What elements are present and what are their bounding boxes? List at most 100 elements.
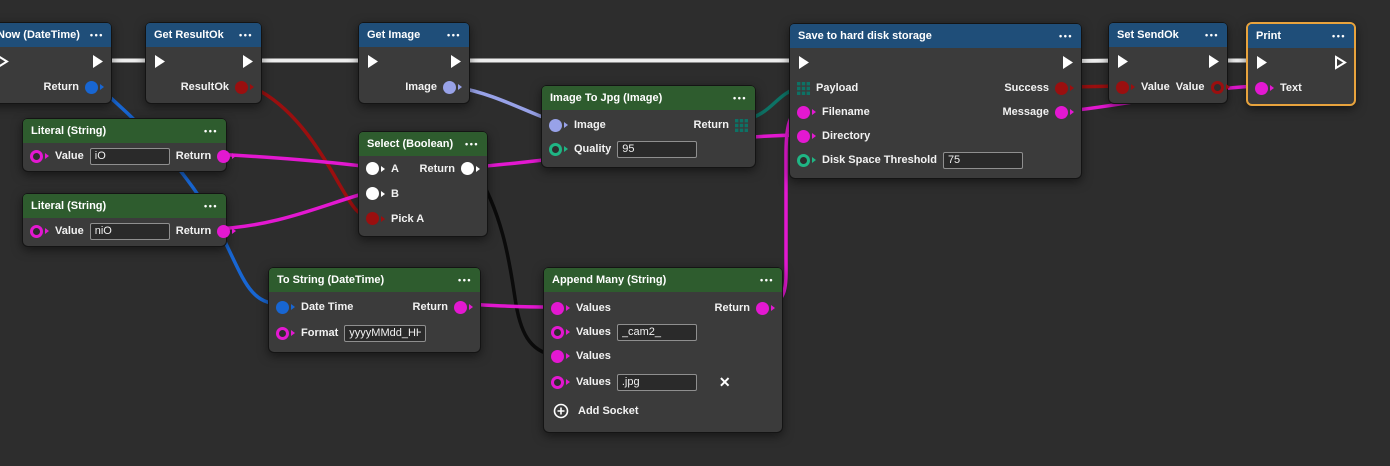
node-menu-icon[interactable]: ••• [239, 30, 253, 40]
input-port-values-2[interactable] [551, 325, 564, 339]
output-label-value: Value [1175, 81, 1205, 93]
node-print[interactable]: Print ••• Text [1246, 22, 1356, 106]
add-socket-button[interactable]: Add Socket [544, 396, 782, 432]
node-literal-string-nio[interactable]: Literal (String) ••• Value Return [22, 193, 237, 247]
node-to-string-datetime[interactable]: To String (DateTime) ••• Date Time Retur… [268, 267, 481, 353]
input-port-a[interactable] [366, 162, 379, 175]
wire-literal-io-select-a[interactable] [212, 152, 371, 169]
node-header[interactable]: Save to hard disk storage ••• [790, 24, 1081, 48]
exec-in-port[interactable] [366, 54, 379, 69]
node-set-sendok[interactable]: Set SendOk ••• Value Value [1108, 22, 1230, 104]
node-get-image[interactable]: Get Image ••• Image [358, 22, 470, 104]
input-port-format[interactable] [276, 326, 289, 340]
node-image-to-jpg[interactable]: Image To Jpg (Image) ••• Image Return Qu… [541, 85, 756, 168]
node-menu-icon[interactable]: ••• [1205, 30, 1219, 40]
input-port-payload-bytes-grid-icon[interactable] [797, 81, 810, 95]
node-select-boolean[interactable]: Select (Boolean) ••• A Return B Pick A [358, 131, 488, 237]
output-port-return[interactable] [85, 80, 98, 94]
node-title: Now (DateTime) [0, 29, 80, 41]
port-notch [381, 165, 385, 172]
input-port-values-1[interactable] [551, 301, 564, 315]
threshold-value-input[interactable] [942, 151, 1023, 169]
input-port-value[interactable] [1116, 80, 1129, 94]
output-port-return[interactable] [217, 224, 231, 238]
output-port-value[interactable] [1210, 80, 1224, 94]
exec-in-port[interactable] [1255, 55, 1268, 70]
port-notch [250, 84, 254, 90]
values-4-input[interactable] [616, 373, 697, 391]
node-menu-icon[interactable]: ••• [1059, 31, 1073, 41]
port-notch [1225, 84, 1230, 90]
node-save-to-hard-disk[interactable]: Save to hard disk storage ••• Payload Su… [789, 23, 1082, 179]
wire-getimage-imagetojpg[interactable] [455, 85, 554, 123]
node-header[interactable]: Literal (String) ••• [23, 194, 226, 218]
input-port-pick-a[interactable] [366, 212, 379, 225]
output-port-return[interactable] [217, 149, 231, 163]
exec-in-port[interactable] [797, 55, 810, 70]
node-get-resultok[interactable]: Get ResultOk ••• ResultOk [145, 22, 262, 104]
input-port-value[interactable] [30, 149, 43, 163]
node-header[interactable]: Select (Boolean) ••• [359, 132, 487, 156]
node-header[interactable]: Print ••• [1248, 24, 1354, 48]
input-port-quality[interactable] [549, 142, 562, 156]
input-port-value[interactable] [30, 224, 43, 238]
input-port-filename[interactable] [797, 105, 810, 119]
input-port-datetime[interactable] [276, 300, 289, 314]
exec-out-port-hollow[interactable] [1334, 54, 1347, 70]
node-header[interactable]: Get Image ••• [359, 23, 469, 47]
node-menu-icon[interactable]: ••• [465, 139, 479, 149]
exec-out-port[interactable] [449, 54, 462, 69]
exec-out-port[interactable] [241, 54, 254, 69]
node-menu-icon[interactable]: ••• [458, 275, 472, 285]
node-menu-icon[interactable]: ••• [1332, 31, 1346, 41]
node-append-many-string[interactable]: Append Many (String) ••• Values Return V… [543, 267, 783, 433]
output-port-resultok[interactable] [235, 80, 248, 94]
values-2-input[interactable] [616, 323, 697, 341]
node-menu-icon[interactable]: ••• [204, 126, 218, 136]
output-port-image[interactable] [443, 80, 456, 94]
node-header[interactable]: Get ResultOk ••• [146, 23, 261, 47]
exec-in-port[interactable] [1116, 54, 1129, 69]
output-port-message[interactable] [1055, 105, 1068, 119]
node-title: Get Image [367, 29, 421, 41]
input-port-b[interactable] [366, 187, 379, 200]
output-port-success[interactable] [1055, 81, 1068, 95]
exec-out-port[interactable] [1207, 54, 1220, 69]
remove-socket-icon[interactable]: ✕ [718, 373, 731, 390]
node-menu-icon[interactable]: ••• [760, 275, 774, 285]
quality-value-input[interactable] [617, 140, 698, 158]
input-port-values-3[interactable] [551, 349, 564, 363]
wire-literal-nio-select-b[interactable] [212, 190, 371, 231]
exec-in-port[interactable] [153, 54, 166, 69]
port-notch [45, 153, 49, 159]
node-header[interactable]: Append Many (String) ••• [544, 268, 782, 292]
output-port-return[interactable] [461, 162, 474, 175]
input-port-text[interactable] [1255, 81, 1268, 95]
node-menu-icon[interactable]: ••• [89, 30, 104, 40]
wire-select-append-values3[interactable] [472, 167, 554, 357]
node-header[interactable]: To String (DateTime) ••• [269, 268, 480, 292]
output-port-return[interactable] [454, 300, 467, 314]
input-port-disk-space-threshold[interactable] [797, 153, 810, 167]
node-header[interactable]: Now (DateTime) ••• [0, 23, 111, 47]
output-port-return[interactable] [756, 301, 769, 315]
input-label-payload: Payload [816, 82, 859, 94]
node-menu-icon[interactable]: ••• [204, 201, 218, 211]
output-port-return-bytes-grid-icon[interactable] [735, 118, 748, 132]
node-menu-icon[interactable]: ••• [447, 30, 461, 40]
exec-in-port-hollow[interactable] [0, 54, 9, 69]
input-port-image[interactable] [549, 118, 562, 132]
literal-value-input[interactable] [89, 147, 170, 165]
input-port-directory[interactable] [797, 129, 810, 143]
node-header[interactable]: Image To Jpg (Image) ••• [542, 86, 755, 110]
node-now-datetime[interactable]: Now (DateTime) ••• Return [0, 22, 112, 104]
node-header[interactable]: Set SendOk ••• [1109, 23, 1227, 47]
exec-out-port[interactable] [91, 54, 104, 69]
node-menu-icon[interactable]: ••• [733, 93, 747, 103]
input-port-values-4[interactable] [551, 375, 564, 389]
node-literal-string-io[interactable]: Literal (String) ••• Value Return [22, 118, 237, 172]
format-value-input[interactable] [344, 324, 427, 342]
node-header[interactable]: Literal (String) ••• [23, 119, 226, 143]
exec-out-port[interactable] [1061, 55, 1074, 70]
literal-value-input[interactable] [89, 222, 170, 240]
